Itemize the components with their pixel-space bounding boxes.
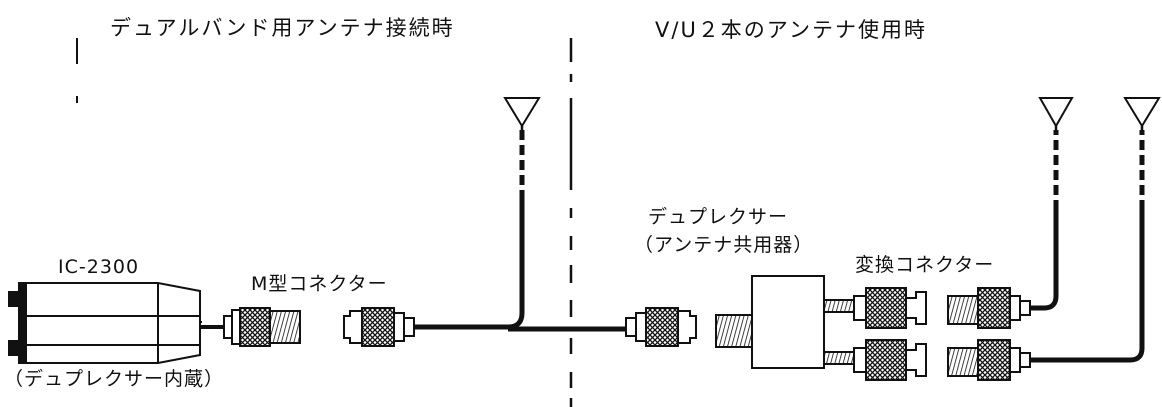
- adapter-connector: [853, 339, 927, 381]
- adapter-label: 変換コネクター: [855, 254, 995, 276]
- m-connector-plug: [223, 307, 301, 347]
- antenna-plug: [947, 287, 1031, 329]
- duplexer-sublabel: （アンテナ共用器）: [634, 234, 814, 256]
- m-connector-label: M型コネクター: [251, 273, 388, 295]
- coax-cable: [1030, 210, 1059, 311]
- coax-cable: [414, 200, 525, 330]
- radio-unit: [8, 282, 202, 364]
- duplexer-unit: [715, 275, 855, 369]
- antenna-icon: [1123, 97, 1161, 132]
- radio-note-label: （デュプレクサー内蔵）: [4, 368, 225, 390]
- coax-cable: [1030, 210, 1145, 363]
- adapter-connector: [853, 287, 927, 329]
- duplexer-label: デュプレクサー: [648, 206, 789, 228]
- antenna-plug: [947, 339, 1031, 381]
- right-heading: V/U２本のアンテナ使用時: [655, 18, 927, 42]
- radio-model-label: IC-2300: [58, 256, 140, 278]
- duplexer-input-plug: [625, 307, 697, 347]
- antenna-icon: [1038, 97, 1074, 132]
- antenna-icon: [503, 97, 541, 132]
- m-connector-plug: [343, 307, 415, 347]
- left-heading: デュアルバンド用アンテナ接続時: [110, 16, 455, 40]
